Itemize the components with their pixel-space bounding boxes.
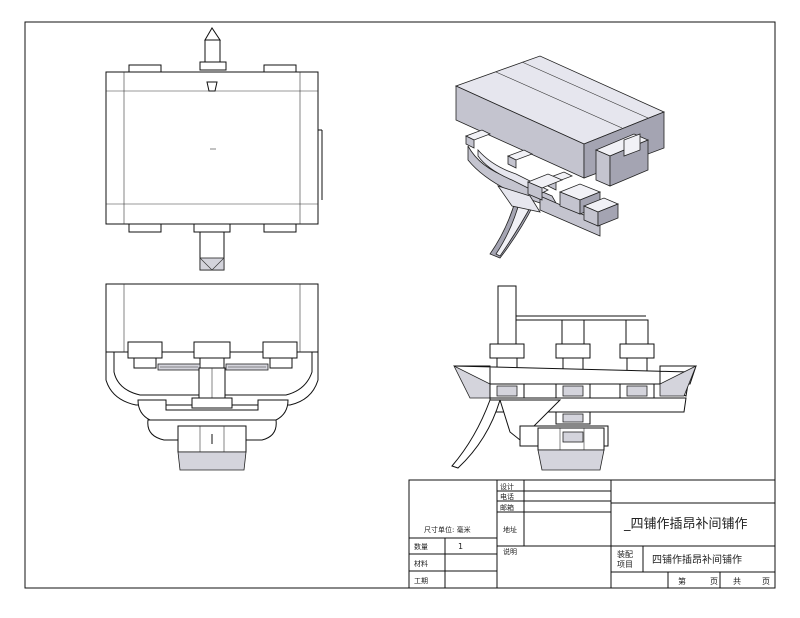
assembly-name: 四铺作插昂补间铺作 xyxy=(652,553,742,566)
quantity-label: 数量 xyxy=(414,542,428,551)
title-block: 设计 电话 邮箱 地址 说明 尺寸单位: 毫米 数量 1 材料 工期 _四铺作插… xyxy=(408,479,776,589)
isometric-view xyxy=(454,55,666,259)
total-label: 共 xyxy=(733,577,741,586)
address-label: 地址 xyxy=(503,525,517,534)
quantity-value: 1 xyxy=(458,542,463,551)
side-view xyxy=(451,285,697,471)
front-view xyxy=(105,283,319,471)
unit-label: 尺寸单位: 毫米 xyxy=(424,525,471,534)
material-label: 材料 xyxy=(414,559,428,568)
page-label: 第 xyxy=(678,576,686,586)
page-unit-1: 页 xyxy=(710,577,718,586)
phone-label: 电话 xyxy=(500,492,514,501)
assembly-label-1: 装配 xyxy=(617,549,633,559)
main-title: _四铺作插昂补间铺作 xyxy=(623,517,748,532)
note-label: 说明 xyxy=(503,547,517,556)
assembly-label-2: 项目 xyxy=(617,560,633,569)
sheet-border xyxy=(24,21,776,589)
email-label: 邮箱 xyxy=(500,503,514,512)
design-label: 设计 xyxy=(500,482,514,491)
top-view xyxy=(105,27,323,271)
period-label: 工期 xyxy=(414,577,428,585)
page-unit-2: 页 xyxy=(762,577,770,586)
